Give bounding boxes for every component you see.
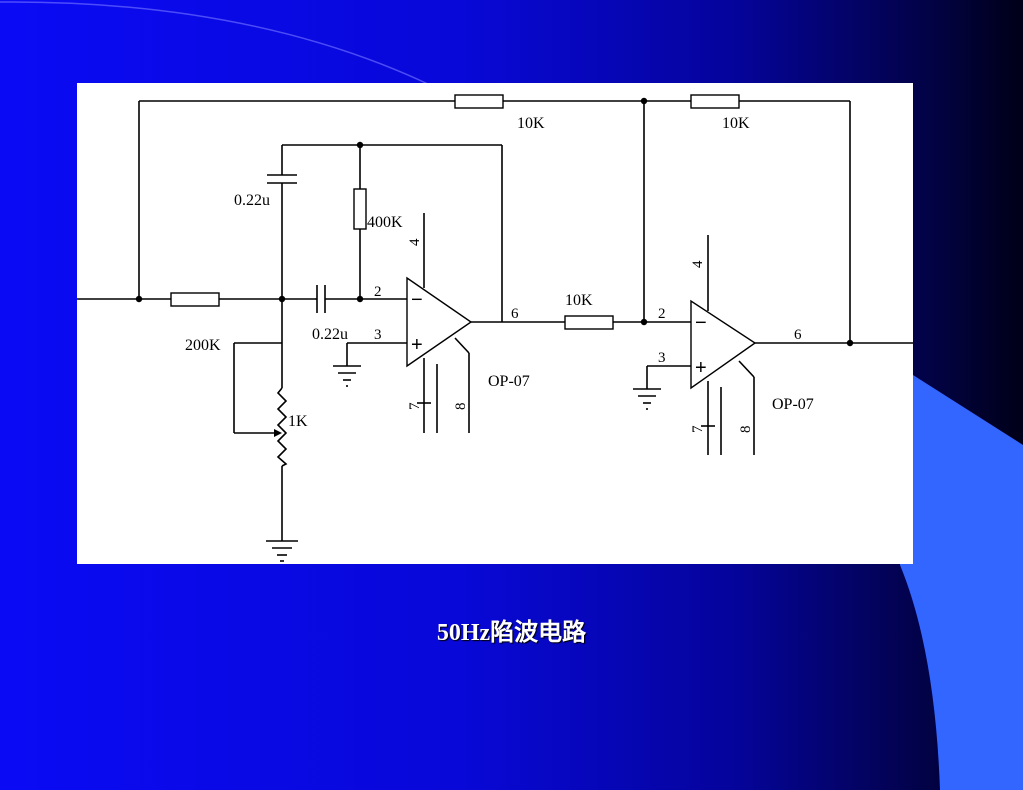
slide-caption: 50Hz陷波电路 — [436, 620, 587, 646]
label-opamp1-model: OP-07 — [488, 373, 530, 390]
ground-symbol-opamp1 — [333, 365, 361, 387]
opamp2-pin-8: 8 — [738, 426, 754, 434]
opamp2-pin-2: 2 — [658, 306, 666, 322]
label-interstage-resistor: 10K — [565, 292, 593, 309]
potentiometer-wiper-arrow — [274, 429, 282, 437]
capacitor-top — [267, 174, 297, 184]
ground-symbol-opamp2 — [633, 388, 661, 410]
resistor-400k — [353, 188, 367, 230]
resistor-200k — [170, 292, 220, 307]
opamp1-plus-sign: + — [411, 334, 423, 356]
opamp1-triangle — [406, 276, 473, 368]
label-opamp2-model: OP-07 — [772, 396, 814, 413]
opamp2-pin-7: 7 — [690, 425, 706, 433]
accent-shape — [900, 375, 1023, 790]
opamp2-pin-3: 3 — [658, 350, 666, 366]
resistor-10k-interstage — [564, 315, 614, 330]
label-capacitor-series: 0.22u — [312, 326, 348, 343]
label-potentiometer: 1K — [288, 413, 308, 430]
opamp2-minus-sign: − — [695, 312, 707, 334]
circuit-panel: − + − + 10K 10K 0.22u 400K 0.22u 200K 1K… — [77, 83, 913, 564]
capacitor-series — [316, 285, 326, 313]
opamp1-pin-8: 8 — [453, 403, 469, 411]
opamp2-pin-6: 6 — [794, 327, 802, 343]
label-feedback-resistor-2: 10K — [722, 115, 750, 132]
label-input-resistor: 200K — [185, 337, 221, 354]
opamp1-pin-6: 6 — [511, 306, 519, 322]
opamp1-pin-7: 7 — [407, 402, 423, 410]
corner-swoosh-line — [0, 1, 431, 86]
opamp1-pin-3: 3 — [374, 327, 382, 343]
junction-dots — [135, 97, 854, 347]
wires — [77, 100, 913, 541]
label-bridge-resistor: 400K — [367, 214, 403, 231]
label-feedback-resistor-1: 10K — [517, 115, 545, 132]
opamp2-plus-sign: + — [695, 357, 707, 379]
resistor-10k-top-left — [454, 94, 504, 109]
opamp2-triangle — [690, 299, 757, 390]
opamp1-pin-2: 2 — [374, 284, 382, 300]
opamp1-minus-sign: − — [411, 289, 423, 311]
opamp2-pin-4: 4 — [690, 260, 706, 268]
label-capacitor-top: 0.22u — [234, 192, 270, 209]
notch-filter-schematic: − + − + 10K 10K 0.22u 400K 0.22u 200K 1K… — [77, 94, 913, 562]
resistor-10k-top-right — [690, 94, 740, 109]
opamp1-pin-4: 4 — [407, 238, 423, 246]
potentiometer-1k — [276, 387, 288, 467]
ground-symbol-pot — [266, 540, 298, 562]
